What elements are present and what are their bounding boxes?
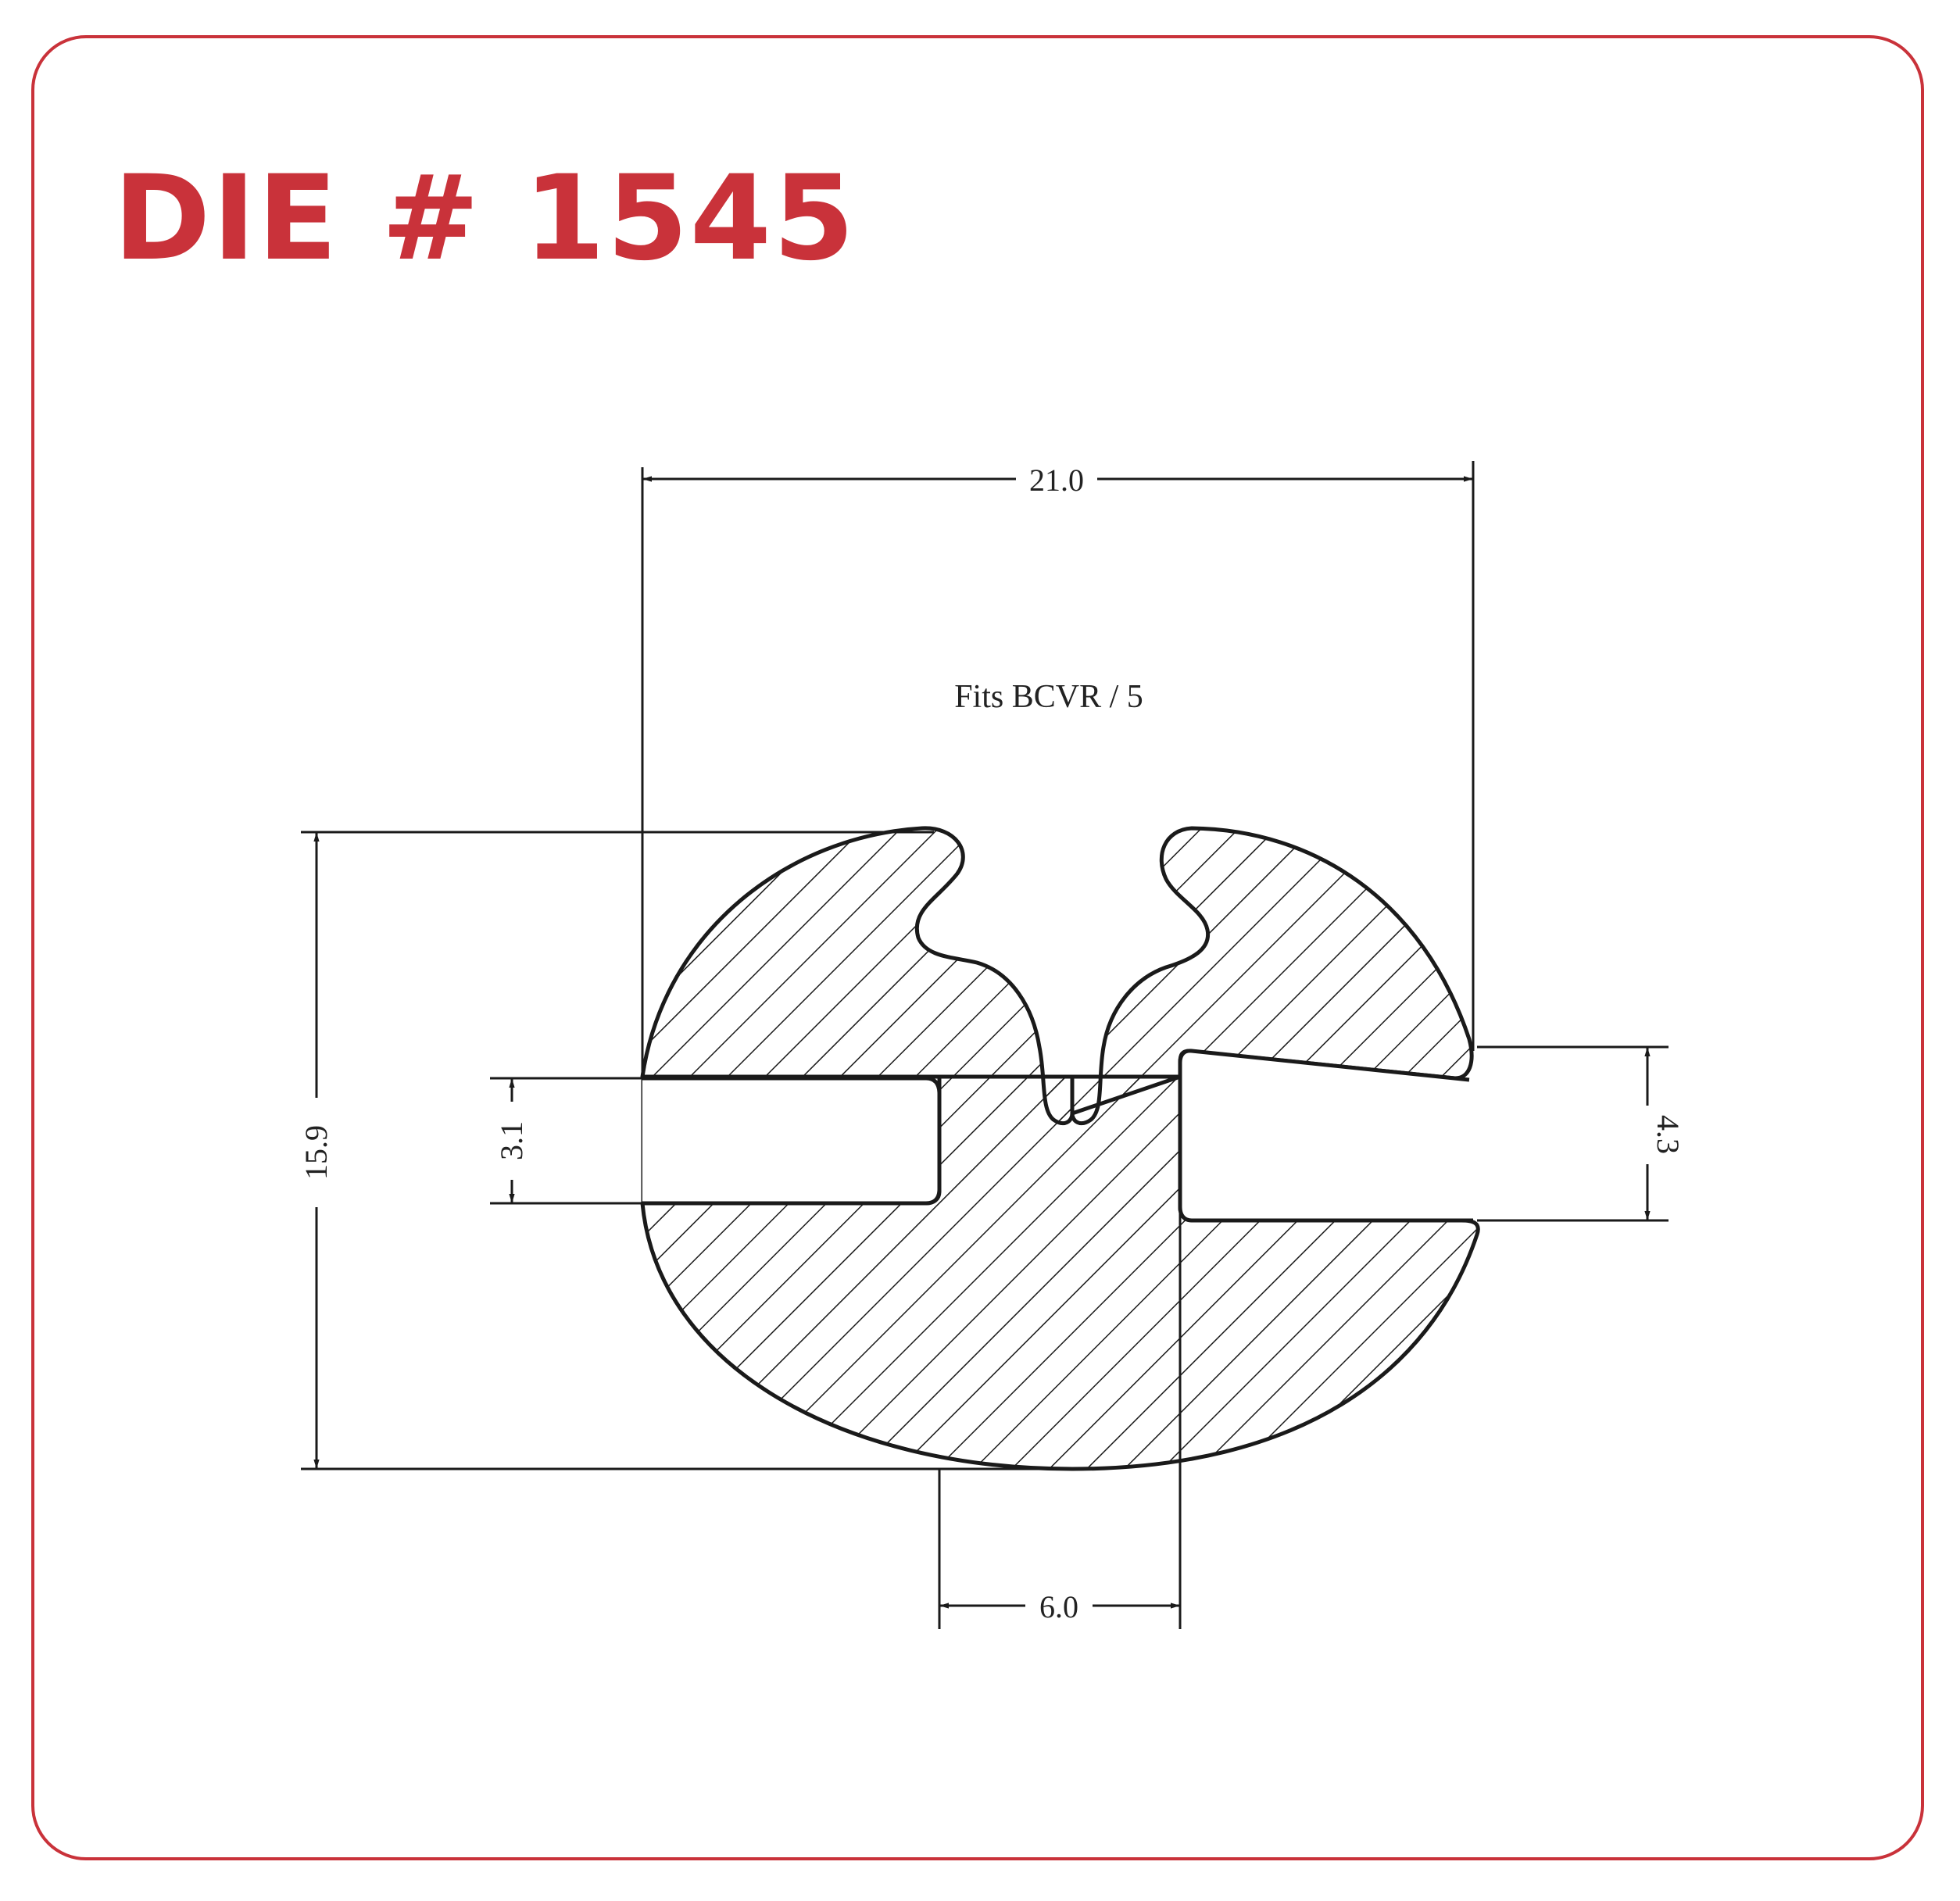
fit-note: Fits BCVR / 5 xyxy=(954,679,1143,715)
die-title: DIE # 1545 xyxy=(113,151,857,287)
die-card xyxy=(31,35,1924,1860)
dim-label-right-slot: 4.3 xyxy=(1651,1115,1686,1154)
right-slot xyxy=(1178,1049,1473,1223)
left-slot xyxy=(642,1076,942,1206)
dimension-lines xyxy=(313,476,1651,1609)
dim-label-width: 21.0 xyxy=(1029,463,1084,498)
dim-label-left-slot: 3.1 xyxy=(494,1121,529,1160)
profile-upper-right xyxy=(1070,826,1474,1125)
dim-label-stem: 6.0 xyxy=(1039,1589,1078,1624)
dim-label-height: 15.9 xyxy=(299,1125,334,1180)
profile-section xyxy=(640,826,1480,1471)
